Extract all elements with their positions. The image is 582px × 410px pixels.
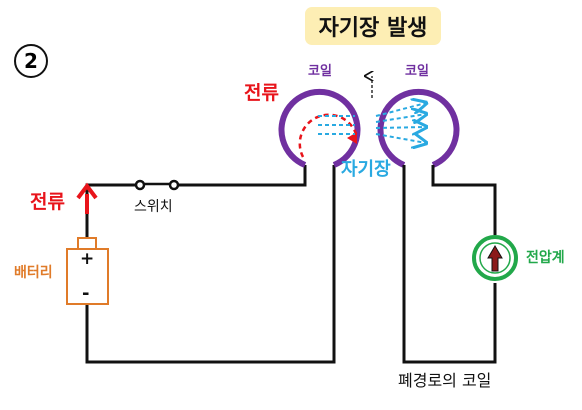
battery bbox=[66, 237, 109, 305]
battery-label: 배터리 bbox=[14, 265, 53, 281]
battery-minus: - bbox=[82, 283, 90, 304]
current-arrow-left bbox=[76, 182, 98, 214]
voltmeter bbox=[472, 235, 518, 281]
switch bbox=[134, 179, 180, 191]
right-circuit-wire bbox=[402, 165, 497, 364]
magnetic-field-lines bbox=[318, 103, 426, 143]
current-label-top: 전류 bbox=[244, 82, 279, 104]
left-circuit-wire bbox=[85, 165, 336, 364]
current-label-left: 전류 bbox=[30, 191, 65, 213]
switch-label: 스위치 bbox=[134, 199, 173, 215]
step-number-badge: 2 bbox=[14, 44, 48, 78]
coil-left-label: 코일 bbox=[308, 64, 332, 79]
title-banner: 자기장 발생 bbox=[305, 7, 441, 45]
coil-right bbox=[377, 88, 460, 168]
voltmeter-label: 전압계 bbox=[526, 250, 565, 266]
magnetic-field-label: 자기장 bbox=[341, 159, 391, 180]
closed-coil-label: 폐경로의 코일 bbox=[398, 371, 492, 390]
coil-right-label: 코일 bbox=[405, 64, 429, 79]
battery-plus: + bbox=[80, 249, 95, 269]
coil-left bbox=[278, 88, 361, 168]
